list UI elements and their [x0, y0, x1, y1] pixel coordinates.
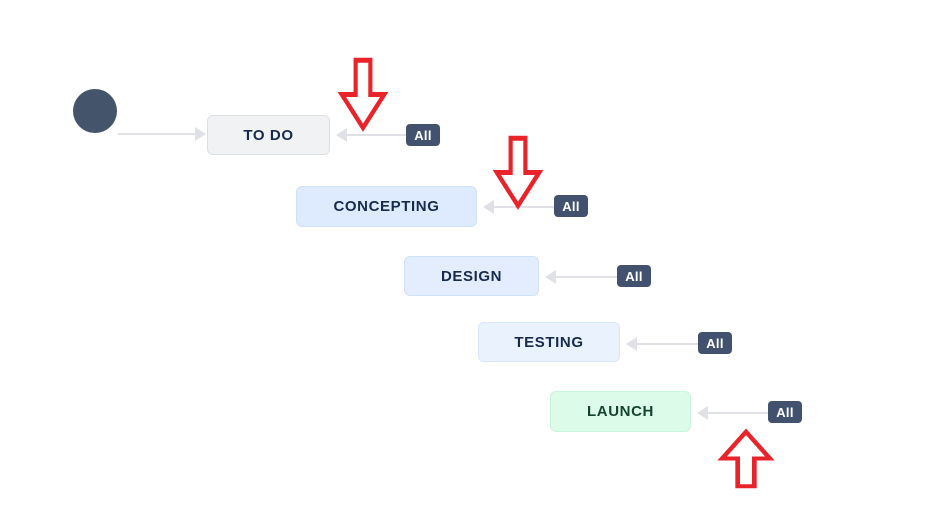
connector-arrowhead-left-icon [697, 406, 708, 420]
transition-badge-badge-testing[interactable]: All [698, 332, 732, 354]
transition-badge-label: All [706, 335, 724, 351]
status-node-design[interactable]: DESIGN [404, 256, 539, 296]
status-node-testing[interactable]: TESTING [478, 322, 620, 362]
connector-arrowhead-right-icon [195, 127, 206, 141]
status-node-concepting[interactable]: CONCEPTING [296, 186, 477, 227]
connector-arrowhead-left-icon [336, 128, 347, 142]
transition-badge-badge-design[interactable]: All [617, 265, 651, 287]
transition-badge-label: All [414, 127, 432, 143]
connector-line [708, 412, 768, 414]
status-node-label: CONCEPTING [333, 198, 440, 215]
connector-arrowhead-left-icon [626, 337, 637, 351]
annotation-arrow-down-icon [492, 135, 544, 210]
transition-badge-badge-launch[interactable]: All [768, 401, 802, 423]
transition-badge-label: All [625, 268, 643, 284]
connector-line [494, 206, 554, 208]
connector-line [347, 134, 406, 136]
status-node-label: DESIGN [440, 267, 503, 285]
connector-line [118, 133, 195, 135]
connector-line [556, 276, 617, 278]
start-node[interactable] [73, 89, 117, 133]
status-node-label: TO DO [243, 126, 294, 144]
transition-badge-badge-concepting[interactable]: All [554, 195, 588, 217]
connector-arrowhead-left-icon [545, 270, 556, 284]
transition-badge-label: All [776, 404, 794, 420]
connector-arrowhead-left-icon [483, 200, 494, 214]
status-node-todo[interactable]: TO DO [207, 115, 330, 155]
connector-line [637, 343, 698, 345]
annotation-arrow-up-icon [717, 428, 775, 489]
status-node-label: TESTING [514, 333, 584, 351]
transition-badge-badge-todo[interactable]: All [406, 124, 440, 146]
status-node-launch[interactable]: LAUNCH [550, 391, 691, 432]
status-node-label: LAUNCH [587, 403, 654, 420]
annotation-arrow-down-icon [337, 57, 389, 132]
transition-badge-label: All [562, 198, 580, 214]
